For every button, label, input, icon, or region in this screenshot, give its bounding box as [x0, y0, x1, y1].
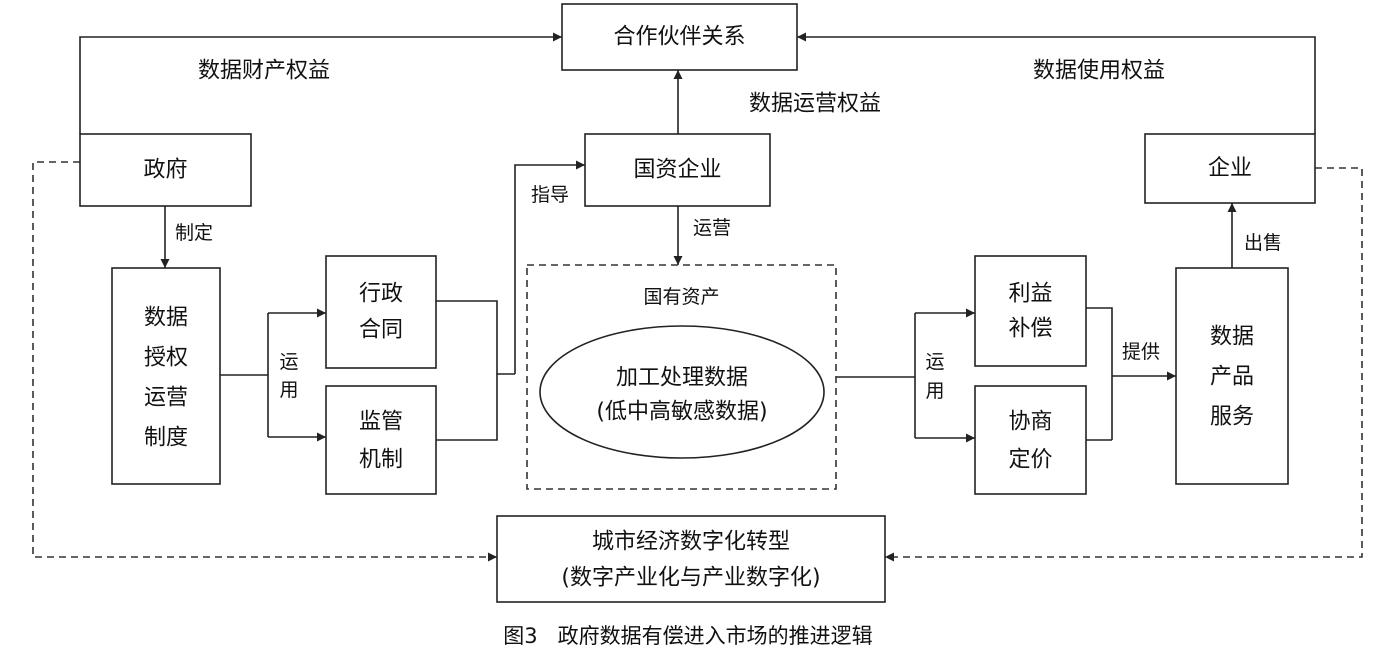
node-negotiated-pricing-line-1: 协商 — [1008, 410, 1052, 435]
edge-supervision-out — [436, 374, 498, 441]
node-authorization-system-line-1: 数据 — [144, 306, 188, 331]
label-provide: 提供 — [1122, 341, 1160, 363]
edge-guide-to-soe — [514, 160, 585, 374]
edge-enterprise-to-transformation — [885, 167, 1363, 562]
node-data-products-line-1: 数据 — [1210, 325, 1254, 350]
node-admin-contract-line-1: 行政 — [359, 282, 403, 307]
label-apply-right-1: 运 — [925, 351, 944, 373]
node-soe: 国资企业 — [584, 133, 771, 207]
node-supervision-line-2: 机制 — [359, 448, 403, 473]
node-authorization-system: 数据 授权 运营 制度 — [111, 267, 221, 485]
label-apply-left-1: 运 — [279, 351, 298, 373]
node-supervision: 监管 机制 — [325, 385, 437, 495]
node-digital-transformation-line-2: (数字产业化与产业数字化) — [561, 566, 820, 591]
node-government-label: 政府 — [143, 158, 187, 183]
label-data-property-rights: 数据财产权益 — [198, 59, 330, 84]
label-formulate: 制定 — [175, 222, 213, 244]
label-apply-right-2: 用 — [925, 380, 944, 402]
node-digital-transformation-line-1: 城市经济数字化转型 — [592, 530, 790, 555]
edge-government-to-transformation — [32, 161, 497, 562]
node-partnership: 合作伙伴关系 — [561, 3, 798, 71]
node-negotiated-pricing-line-2: 定价 — [1008, 448, 1052, 473]
node-negotiated-pricing: 协商 定价 — [974, 385, 1087, 495]
node-processed-data: 加工处理数据 (低中高敏感数据) — [539, 325, 825, 459]
node-admin-contract-line-2: 合同 — [359, 318, 403, 343]
node-partnership-label: 合作伙伴关系 — [613, 25, 745, 50]
node-authorization-system-line-2: 授权 — [144, 346, 188, 371]
node-data-products: 数据 产品 服务 — [1175, 267, 1289, 485]
edge-admin-contract-out — [436, 300, 515, 375]
node-enterprise: 企业 — [1144, 133, 1316, 204]
node-enterprise-label: 企业 — [1208, 156, 1252, 181]
label-data-usage-rights: 数据使用权益 — [1033, 59, 1165, 84]
edge-benefit-out — [1086, 307, 1113, 440]
node-state-assets-title: 国有资产 — [643, 286, 719, 308]
node-admin-contract: 行政 合同 — [325, 255, 437, 369]
node-government: 政府 — [79, 133, 252, 207]
label-data-operation-rights: 数据运营权益 — [749, 92, 881, 117]
edge-enterprise-to-partnership — [797, 32, 1316, 134]
label-apply-left-2: 用 — [279, 379, 298, 401]
node-soe-label: 国资企业 — [633, 158, 721, 183]
label-sell: 出售 — [1244, 232, 1282, 254]
node-data-products-line-2: 产品 — [1210, 365, 1254, 390]
label-operate: 运营 — [693, 217, 731, 239]
node-benefit-compensation-line-1: 利益 — [1008, 282, 1052, 307]
node-digital-transformation: 城市经济数字化转型 (数字产业化与产业数字化) — [496, 515, 886, 603]
node-processed-data-line-2: (低中高敏感数据) — [596, 400, 767, 425]
node-benefit-compensation: 利益 补偿 — [974, 255, 1087, 367]
figure-caption: 图3 政府数据有偿进入市场的推进逻辑 — [503, 624, 872, 648]
node-data-products-line-3: 服务 — [1210, 405, 1254, 430]
label-guide: 指导 — [531, 184, 569, 206]
edge-government-to-partnership — [79, 32, 562, 134]
node-processed-data-line-1: 加工处理数据 — [616, 366, 748, 391]
node-authorization-system-line-3: 运营 — [144, 386, 188, 411]
node-benefit-compensation-line-2: 补偿 — [1008, 317, 1052, 342]
node-authorization-system-line-4: 制度 — [144, 426, 188, 451]
node-supervision-line-1: 监管 — [359, 410, 403, 435]
